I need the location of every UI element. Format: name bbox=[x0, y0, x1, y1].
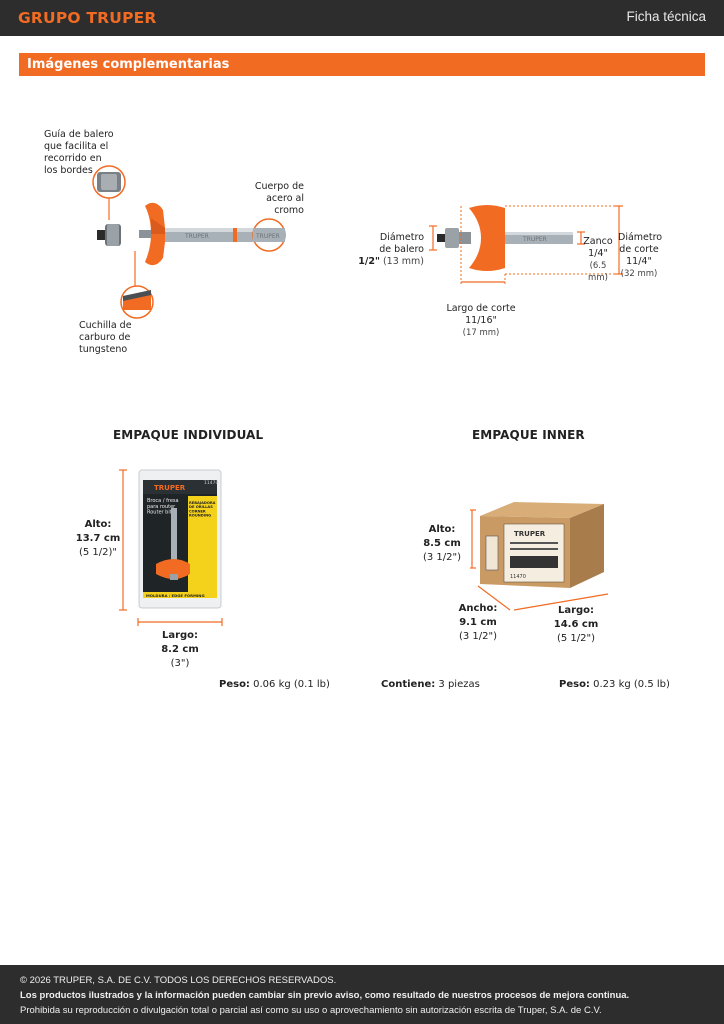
callout-bearing-guide: Guía de balero que facilita el recorrido… bbox=[44, 129, 114, 176]
box-brand: TRUPER bbox=[514, 530, 546, 538]
individual-package-title: EMPAQUE INDIVIDUAL bbox=[113, 428, 264, 442]
footer: © 2026 TRUPER, S.A. DE C.V. TODOS LOS DE… bbox=[0, 965, 724, 1024]
document-type: Ficha técnica bbox=[626, 9, 706, 24]
footer-prohibition: Prohibida su reproducción o divulgación … bbox=[20, 1005, 602, 1016]
individual-height: Alto:13.7 cm(5 1/2)" bbox=[75, 519, 121, 558]
section-header: Imágenes complementarias bbox=[19, 53, 705, 76]
inner-box-image: TRUPER 11470 bbox=[470, 502, 609, 611]
pack-code: 11470 bbox=[204, 480, 218, 486]
header-bar: GRUPO TRUPER Ficha técnica bbox=[0, 0, 724, 36]
box-code: 11470 bbox=[510, 574, 526, 580]
individual-weight: Peso: 0.06 kg (0.1 lb) bbox=[219, 679, 330, 690]
callout-carbide-blade: Cuchilla de carburo de tungsteno bbox=[79, 320, 132, 355]
inner-weight: Peso: 0.23 kg (0.5 lb) bbox=[559, 679, 670, 690]
pack-brand: TRUPER bbox=[154, 484, 186, 492]
router-bit-dimensions-diagram: TRUPER bbox=[429, 205, 623, 286]
shank-brand-mark-2: TRUPER bbox=[522, 236, 547, 243]
individual-length: Largo:8.2 cm(3") bbox=[161, 630, 199, 669]
footer-notice: Los productos ilustrados y la informació… bbox=[20, 990, 630, 1001]
pack-bottom: MOLDURA / EDGE FORMING bbox=[146, 593, 205, 598]
inner-package-title: EMPAQUE INNER bbox=[472, 428, 585, 442]
section-title: Imágenes complementarias bbox=[27, 57, 230, 72]
callout-steel-body: Cuerpo de acero al cromo bbox=[254, 181, 304, 216]
inner-contains: Contiene: 3 piezas bbox=[381, 679, 480, 690]
footer-copyright: © 2026 TRUPER, S.A. DE C.V. TODOS LOS DE… bbox=[20, 975, 337, 986]
inner-length: Largo:14.6 cm(5 1/2") bbox=[553, 605, 599, 644]
brand-logo: GRUPO TRUPER bbox=[18, 9, 157, 27]
shank-brand-mark-detail: TRUPER bbox=[255, 233, 280, 240]
router-bit-illustration: TRUPER TRUPER bbox=[92, 165, 286, 319]
shank-brand-mark: TRUPER bbox=[184, 233, 209, 240]
inner-width: Ancho:9.1 cm(3 1/2") bbox=[458, 603, 498, 642]
inner-height: Alto:8.5 cm(3 1/2") bbox=[422, 524, 462, 563]
